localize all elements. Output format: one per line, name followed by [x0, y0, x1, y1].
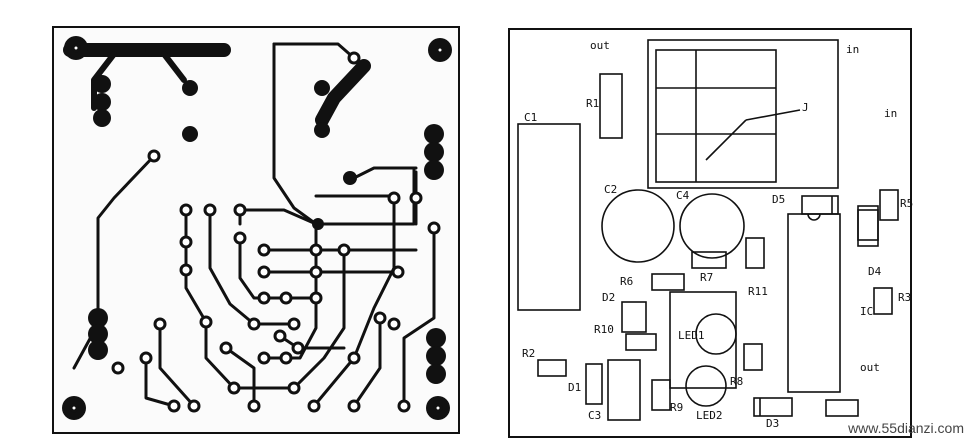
label-d5: D5	[772, 193, 786, 206]
label-d3: D3	[766, 417, 780, 430]
label-r11: R11	[748, 285, 768, 298]
label-r5: R5	[900, 197, 914, 210]
label-r7: R7	[700, 271, 714, 284]
label-d1: D1	[568, 381, 582, 394]
label-r6: R6	[620, 275, 634, 288]
pcb-component-silkscreen: out in in J R1 C1 C2 C4 D5 R5 R7 D4 R3 R…	[508, 28, 914, 438]
label-d2: D2	[602, 291, 616, 304]
label-d4: D4	[868, 265, 882, 278]
watermark: www.55dianzi.com	[848, 420, 964, 436]
pcb-copper-layout	[52, 26, 460, 434]
label-led2: LED2	[696, 409, 723, 422]
pcb-traces	[62, 36, 452, 420]
component-outlines	[517, 39, 899, 421]
label-r3: R3	[898, 291, 912, 304]
label-in-top: in	[846, 43, 860, 56]
label-c2: C2	[604, 183, 618, 196]
label-r10: R10	[594, 323, 614, 336]
label-led1: LED1	[678, 329, 705, 342]
label-r9: R9	[670, 401, 684, 414]
relay-outline	[647, 39, 839, 189]
label-ic: IC	[860, 305, 874, 318]
label-in-right: in	[884, 107, 898, 120]
label-out-right: out	[860, 361, 880, 374]
label-r2: R2	[522, 347, 536, 360]
label-relay: J	[802, 101, 809, 114]
label-c4: C4	[676, 189, 690, 202]
label-r1: R1	[586, 97, 600, 110]
label-c1: C1	[524, 111, 538, 124]
label-out-top: out	[590, 39, 610, 52]
label-r8: R8	[730, 375, 744, 388]
label-c3: C3	[588, 409, 602, 422]
